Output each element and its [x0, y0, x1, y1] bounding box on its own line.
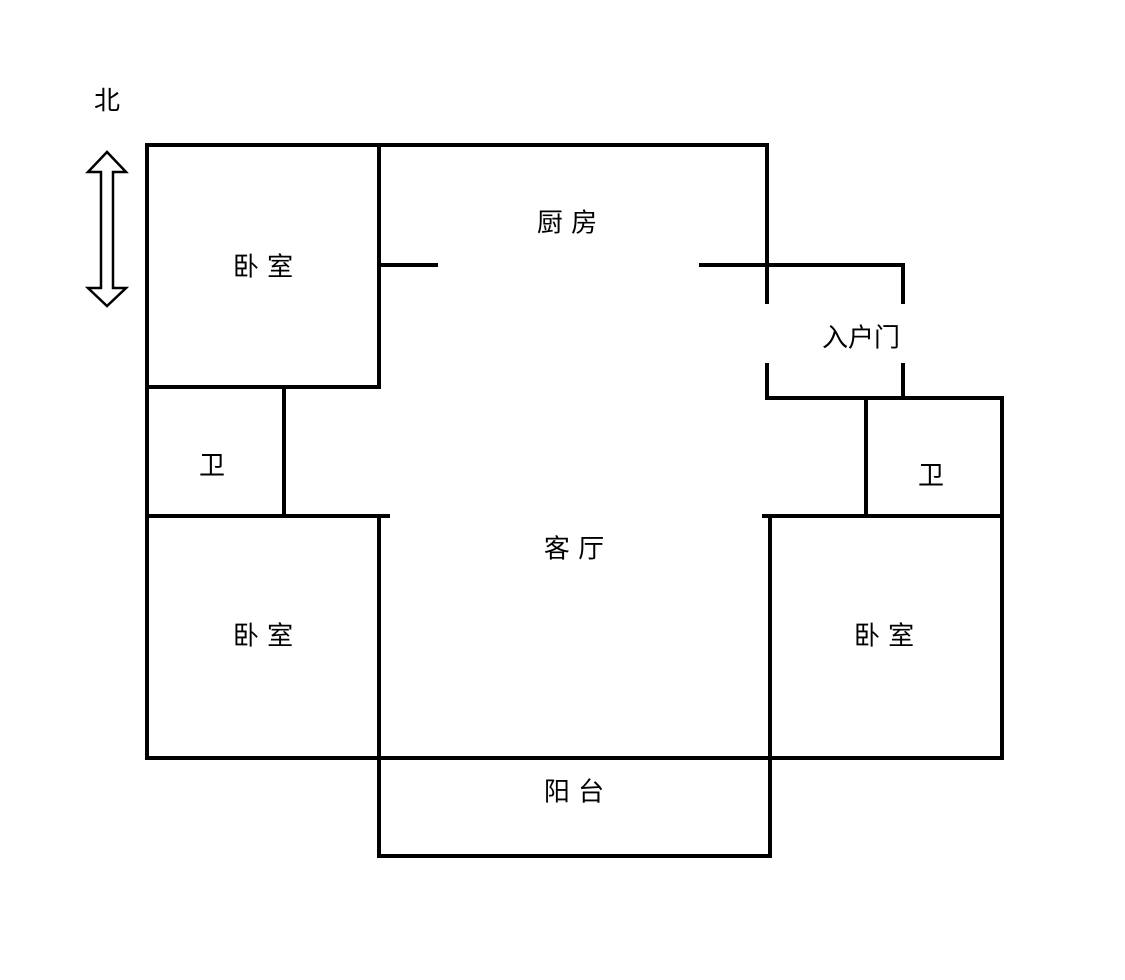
room-label-living: 客 厅	[544, 535, 604, 565]
walls	[145, 143, 1004, 858]
room-label-kitchen: 厨 房	[537, 209, 597, 239]
north-label: 北	[94, 87, 120, 117]
room-label-bedroom-se: 卧 室	[854, 622, 914, 652]
room-label-bath-w: 卫	[199, 452, 225, 482]
room-label-bedroom-nw: 卧 室	[233, 253, 293, 283]
room-label-bath-e: 卫	[918, 462, 944, 492]
north-south-arrow-icon	[84, 150, 130, 308]
room-label-bedroom-sw: 卧 室	[233, 622, 293, 652]
room-label-entrance: 入户门	[822, 324, 900, 354]
room-label-balcony: 阳 台	[544, 778, 604, 808]
